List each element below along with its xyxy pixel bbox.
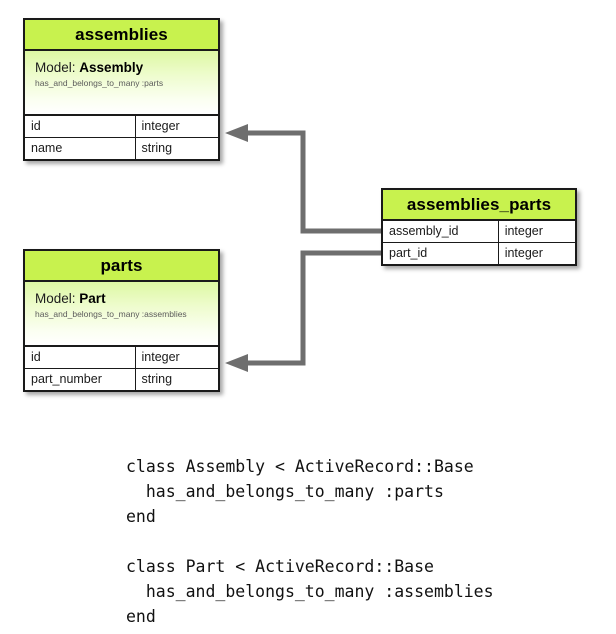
entity-assemblies-title: assemblies	[25, 20, 218, 51]
attribute-row: id integer	[25, 347, 218, 369]
connector-assembly-id-to-assemblies	[225, 124, 381, 234]
ruby-code-listing: class Assembly < ActiveRecord::Base has_…	[126, 456, 494, 626]
attribute-name: assembly_id	[383, 221, 499, 243]
attribute-row: name string	[25, 137, 218, 159]
model-label: Model:	[35, 291, 76, 306]
attribute-name: id	[25, 116, 136, 138]
entity-assemblies-parts-attributes: assembly_id integer part_id integer	[383, 221, 575, 264]
entity-parts[interactable]: parts Model: Part has_and_belongs_to_man…	[23, 249, 220, 392]
relationship-connectors	[225, 124, 381, 372]
model-name: Part	[79, 291, 106, 306]
connector-part-id-to-parts	[225, 250, 381, 372]
attribute-type: integer	[498, 242, 575, 264]
model-name: Assembly	[79, 60, 144, 75]
er-diagram: assemblies Model: Assembly has_and_belon…	[23, 18, 577, 392]
attribute-type: integer	[135, 347, 218, 369]
attribute-name: name	[25, 137, 136, 159]
body-spacer	[35, 319, 208, 339]
entity-parts-attributes: id integer part_number string	[25, 347, 218, 390]
entity-assemblies-body: Model: Assembly has_and_belongs_to_many …	[25, 51, 218, 116]
attribute-name: part_id	[383, 242, 499, 264]
attribute-type: string	[135, 368, 218, 390]
entity-assemblies-parts[interactable]: assemblies_parts assembly_id integer par…	[381, 188, 577, 266]
attribute-row: id integer	[25, 116, 218, 138]
attribute-type: integer	[498, 221, 575, 243]
attribute-row: part_id integer	[383, 242, 575, 264]
entity-assemblies-model: Model: Assembly	[35, 60, 208, 75]
entity-parts-model: Model: Part	[35, 291, 208, 306]
body-spacer	[35, 88, 208, 108]
entity-assemblies-association: has_and_belongs_to_many :parts	[35, 78, 164, 88]
entity-assemblies-parts-title: assemblies_parts	[383, 190, 575, 221]
entity-parts-body: Model: Part has_and_belongs_to_many :ass…	[25, 282, 218, 347]
attribute-name: id	[25, 347, 136, 369]
attribute-row: assembly_id integer	[383, 221, 575, 243]
model-label: Model:	[35, 60, 76, 75]
attribute-type: string	[135, 137, 218, 159]
entity-parts-title: parts	[25, 251, 218, 282]
entity-assemblies-attributes: id integer name string	[25, 116, 218, 159]
entity-parts-association: has_and_belongs_to_many :assemblies	[35, 309, 187, 319]
entity-assemblies[interactable]: assemblies Model: Assembly has_and_belon…	[23, 18, 220, 161]
attribute-type: integer	[135, 116, 218, 138]
attribute-row: part_number string	[25, 368, 218, 390]
attribute-name: part_number	[25, 368, 136, 390]
